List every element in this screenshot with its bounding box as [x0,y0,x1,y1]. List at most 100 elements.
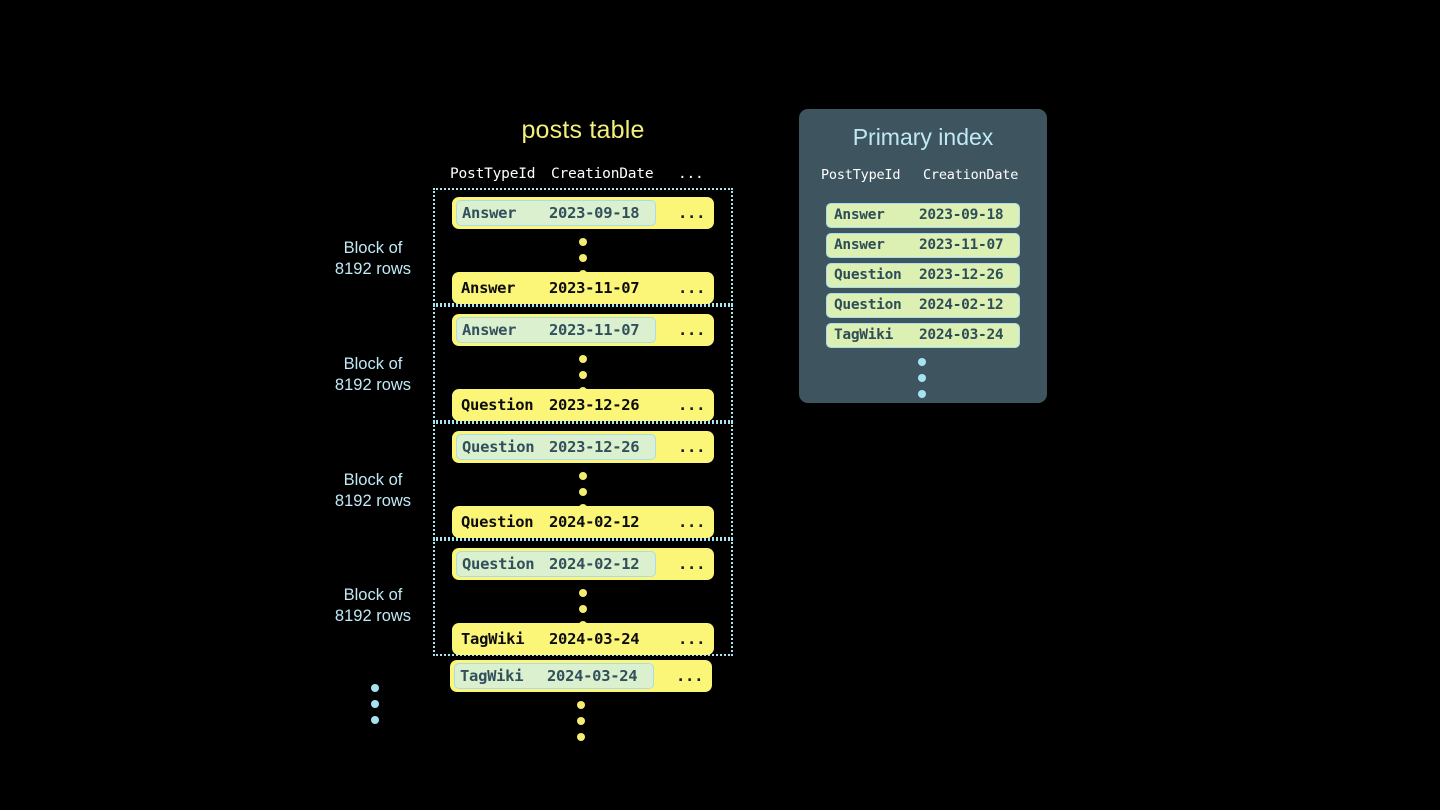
table-row: TagWiki 2024-03-24 ... [452,623,714,655]
cell-creationdate: 2023-12-26 [919,267,1004,283]
cell-posttypeid: Question [462,555,535,573]
table-ellipsis-dots [577,701,587,741]
cell-posttypeid: Question [834,297,902,313]
column-header-ellipsis: ... [678,166,704,182]
cell-posttypeid: Question [461,513,534,531]
block-label-line2: 8192 rows [334,607,412,625]
column-header-creationdate: CreationDate [551,166,654,182]
cell-creationdate: 2023-09-18 [549,204,640,222]
dot [579,605,587,613]
table-row: Answer 2023-11-07 ... [452,314,714,346]
dot [579,254,587,262]
cell-ellipsis: ... [678,513,706,531]
cell-creationdate: 2024-03-24 [547,667,638,685]
block-label-line1: Block of [343,586,403,604]
dot [579,488,587,496]
cell-posttypeid: TagWiki [834,327,894,343]
cell-posttypeid: Answer [834,237,885,253]
block-4: Question 2024-02-12 ... TagWiki 2024-03-… [433,539,733,656]
dot [579,472,587,480]
cell-ellipsis: ... [678,438,706,456]
primary-index-panel: Primary index PostTypeId CreationDate An… [799,109,1047,403]
block-label-line1: Block of [343,239,403,257]
index-entry-row: Answer 2023-09-18 [826,203,1020,228]
index-key-highlight [456,551,656,577]
table-row: Answer 2023-11-07 ... [452,272,714,304]
cell-posttypeid: TagWiki [460,667,524,685]
posts-table-title: posts table [521,116,645,144]
cell-creationdate: 2023-11-07 [549,279,640,297]
cell-ellipsis: ... [678,321,706,339]
table-row-trailing: TagWiki 2024-03-24 ... [450,660,712,692]
table-row: Question 2023-12-26 ... [452,389,714,421]
block-label-line1: Block of [343,471,403,489]
block-ellipsis-dots [371,684,381,724]
cell-ellipsis: ... [676,667,704,685]
block-1-label: Block of 8192 rows [313,238,433,280]
cell-ellipsis: ... [678,630,706,648]
cell-posttypeid: Answer [834,207,885,223]
index-key-highlight [456,317,656,343]
block-label-line2: 8192 rows [334,260,412,278]
block-3-label: Block of 8192 rows [313,470,433,512]
index-entry-row: Question 2023-12-26 [826,263,1020,288]
index-key-highlight [456,200,656,226]
table-row: Question 2024-02-12 ... [452,548,714,580]
dot [371,700,379,708]
cell-ellipsis: ... [678,555,706,573]
dot [579,355,587,363]
block-1: Answer 2023-09-18 ... Answer 2023-11-07 … [433,188,733,305]
dot [371,684,379,692]
cell-creationdate: 2024-02-12 [549,555,640,573]
dot [577,717,585,725]
primary-index-title: Primary index [852,124,994,150]
block-label-line1: Block of [343,355,403,373]
cell-creationdate: 2024-02-12 [919,297,1004,313]
cell-ellipsis: ... [678,204,706,222]
cell-creationdate: 2024-02-12 [549,513,640,531]
cell-ellipsis: ... [678,279,706,297]
cell-creationdate: 2023-12-26 [549,438,640,456]
cell-posttypeid: Answer [461,279,516,297]
dot [579,371,587,379]
cell-posttypeid: Question [461,396,534,414]
cell-posttypeid: TagWiki [461,630,525,648]
cell-creationdate: 2024-03-24 [549,630,640,648]
cell-posttypeid: Question [462,438,535,456]
table-row: Question 2023-12-26 ... [452,431,714,463]
cell-creationdate: 2023-11-07 [919,237,1004,253]
column-header-creationdate: CreationDate [923,167,1019,183]
cell-posttypeid: Answer [462,321,517,339]
dot [579,589,587,597]
dot [577,701,585,709]
index-ellipsis-dots [918,358,928,398]
index-entry-row: Answer 2023-11-07 [826,233,1020,258]
column-header-posttypeid: PostTypeId [821,167,901,183]
table-row: Question 2024-02-12 ... [452,506,714,538]
cell-posttypeid: Answer [462,204,517,222]
block-3: Question 2023-12-26 ... Question 2024-02… [433,422,733,539]
index-entry-row: TagWiki 2024-03-24 [826,323,1020,348]
column-header-posttypeid: PostTypeId [450,166,536,182]
dot [371,716,379,724]
cell-posttypeid: Question [834,267,902,283]
cell-creationdate: 2024-03-24 [919,327,1004,343]
dot [579,238,587,246]
posts-table-column-headers: PostTypeId CreationDate ... [433,166,733,186]
cell-creationdate: 2023-12-26 [549,396,640,414]
block-label-line2: 8192 rows [334,492,412,510]
cell-ellipsis: ... [678,396,706,414]
index-key-highlight [454,663,654,689]
block-4-label: Block of 8192 rows [313,585,433,627]
dot [918,358,926,366]
table-row: Answer 2023-09-18 ... [452,197,714,229]
block-2: Answer 2023-11-07 ... Question 2023-12-2… [433,305,733,422]
cell-creationdate: 2023-11-07 [549,321,640,339]
cell-creationdate: 2023-09-18 [919,207,1004,223]
primary-index-column-headers: PostTypeId CreationDate [799,167,1047,187]
dot [918,390,926,398]
block-label-line2: 8192 rows [334,376,412,394]
block-2-label: Block of 8192 rows [313,354,433,396]
dot [918,374,926,382]
dot [577,733,585,741]
